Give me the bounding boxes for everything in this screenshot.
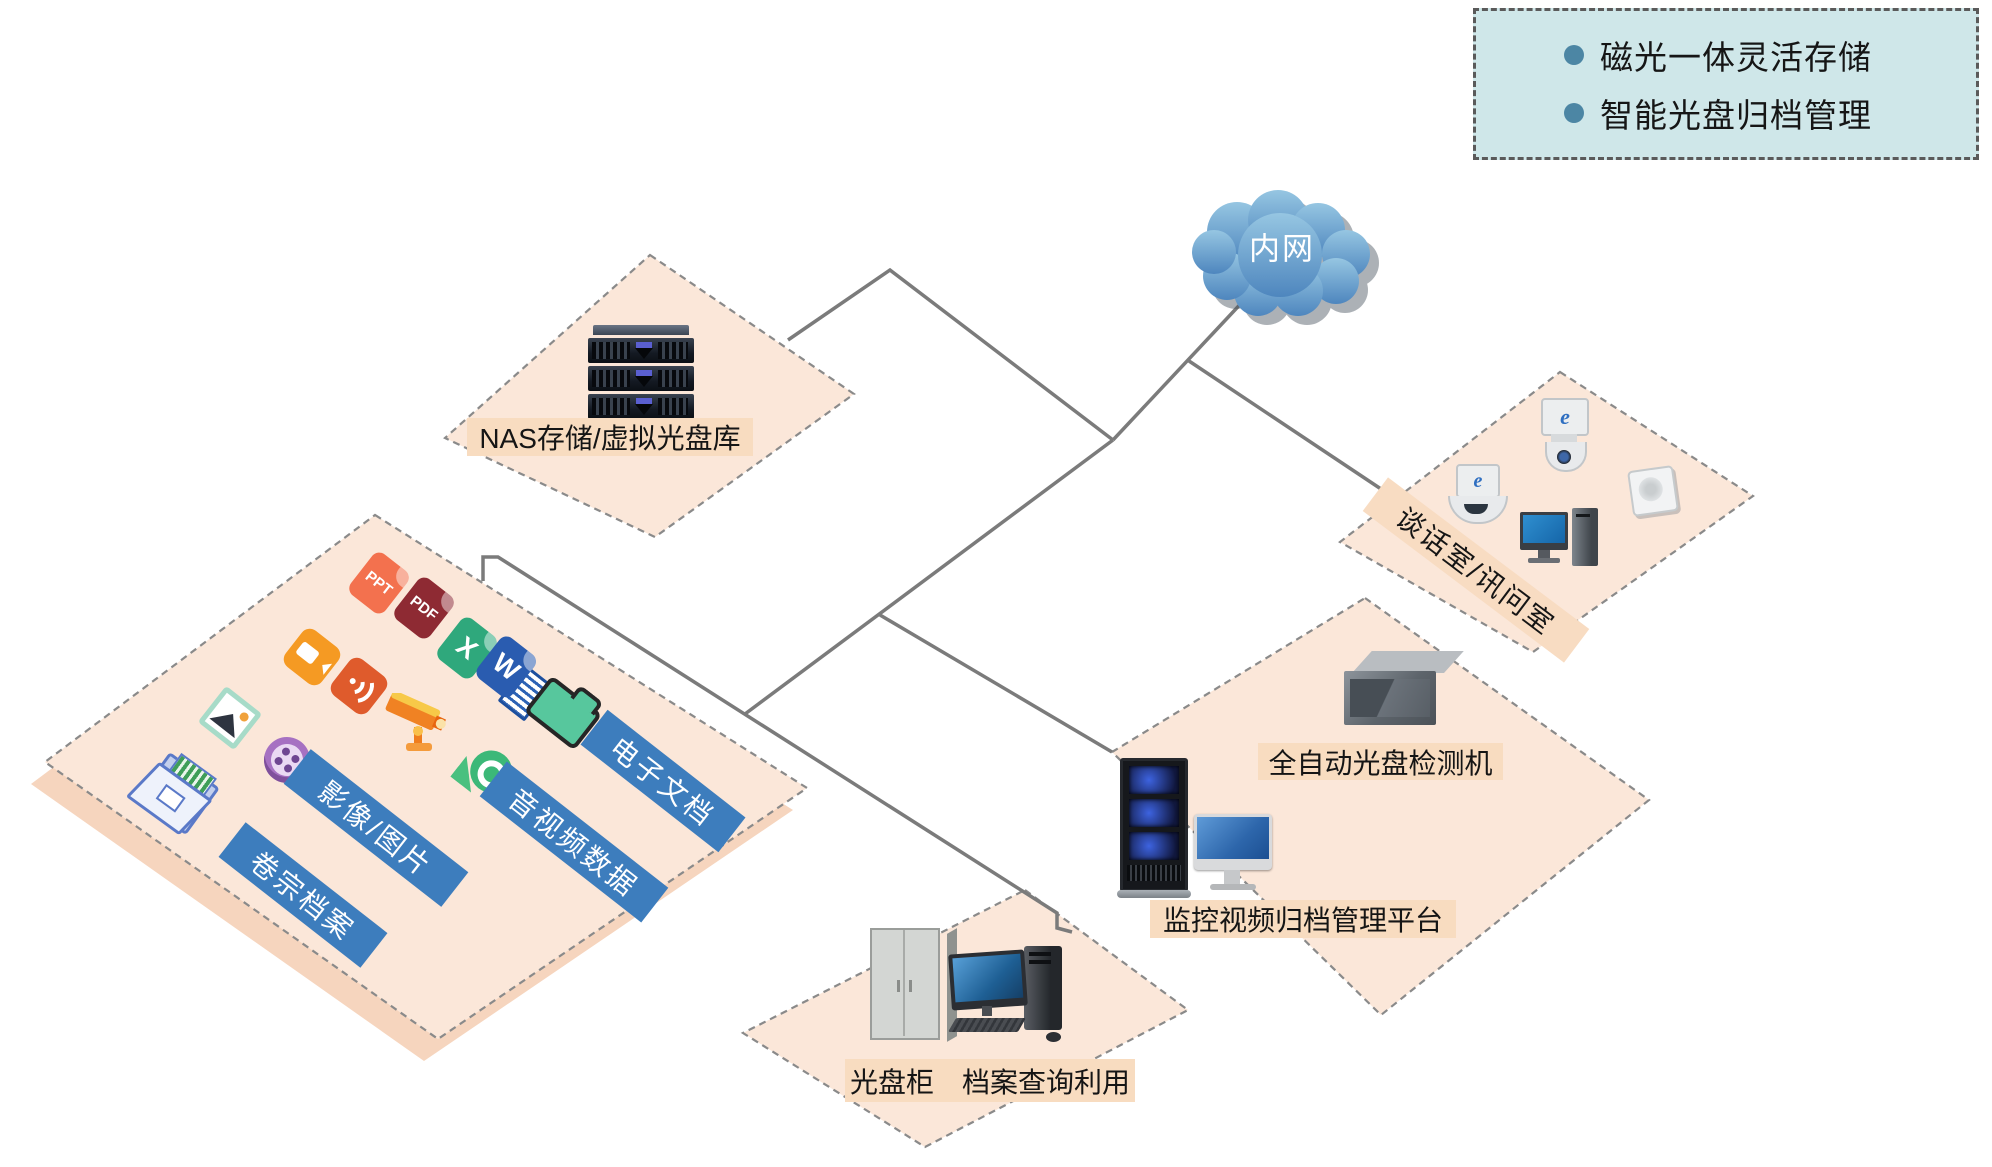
- disc-cabinet-icon: [870, 928, 957, 1042]
- inspector-label: 全自动光盘检测机: [1258, 743, 1503, 780]
- bullet-icon: [1564, 103, 1584, 123]
- cloud-icon: [1192, 190, 1370, 316]
- platform-zone: [1110, 596, 1651, 1017]
- bullet-icon: [1564, 45, 1584, 65]
- speaker-icon: [1627, 465, 1679, 517]
- dome-camera-icon: e: [1444, 464, 1508, 528]
- link-rooms: [1188, 359, 1394, 499]
- room-computer-icon: [1520, 508, 1600, 578]
- cabinet-label: 光盘柜 档案查询利用: [845, 1059, 1135, 1102]
- legend-item-label: 智能光盘归档管理: [1600, 97, 1872, 134]
- query-workstation-icon: [947, 946, 1068, 1042]
- cctv-camera-icon: [385, 693, 446, 751]
- link-nas: [787, 267, 1115, 442]
- legend-box: 磁光一体灵活存储 智能光盘归档管理: [1473, 8, 1979, 160]
- nas-server-stack-icon: [588, 325, 694, 421]
- link-archive-cabinet: [481, 555, 1073, 934]
- intranet-cloud-label: 内网: [1249, 231, 1315, 267]
- legend-item: 智能光盘归档管理: [1564, 89, 1976, 137]
- nas-label: NAS存储/虚拟光盘库: [467, 418, 753, 456]
- link-platform: [879, 613, 1113, 754]
- legend-item-label: 磁光一体灵活存储: [1600, 39, 1872, 76]
- network-links: [481, 267, 1394, 934]
- link-trunk: [743, 438, 1115, 716]
- link-cloud: [1111, 294, 1250, 442]
- legend-item: 磁光一体灵活存储: [1564, 31, 1976, 79]
- disc-inspector-icon: [1344, 651, 1464, 727]
- ptz-camera-icon: e: [1535, 398, 1593, 472]
- management-monitor-icon: [1194, 814, 1276, 892]
- archive-zone: [43, 513, 810, 1041]
- archive-server-rack-icon: [1117, 758, 1191, 898]
- platform-label: 监控视频归档管理平台: [1150, 900, 1456, 938]
